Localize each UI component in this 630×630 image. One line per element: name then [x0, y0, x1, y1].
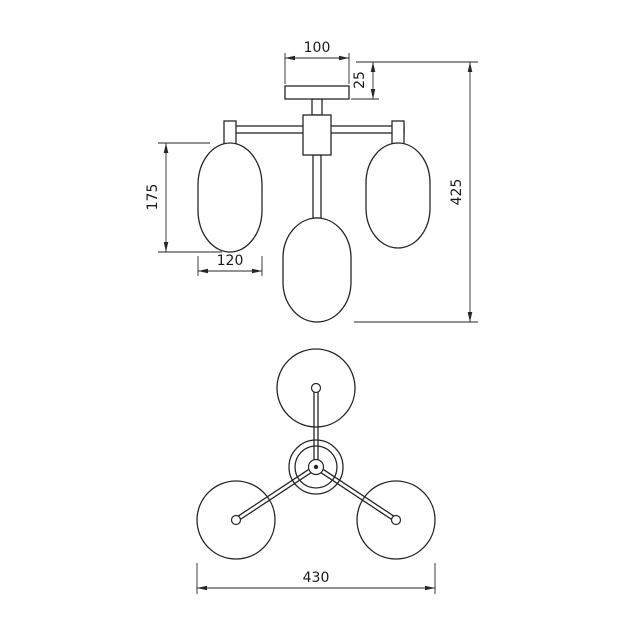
left-arm-connector — [223, 120, 237, 146]
plan-hub-center-dot — [313, 464, 319, 470]
bottom-plan-view: 430 — [196, 348, 436, 594]
left-shade — [197, 142, 263, 253]
shade-height-dim-label: 175 — [145, 184, 161, 211]
ceiling-canopy — [284, 85, 350, 100]
center-shade — [282, 217, 352, 323]
central-body — [302, 114, 332, 156]
shade-width-dim-label: 120 — [217, 253, 244, 269]
canopy-stem — [311, 98, 323, 116]
plan-canopy-outer-ring — [288, 439, 344, 495]
plan-canopy-inner-ring — [294, 445, 338, 489]
overall-width-dimension: 430 — [196, 563, 436, 594]
plan-left-shade-center-dot — [230, 514, 242, 526]
canopy-width-dimension: 100 — [284, 40, 350, 84]
plan-left-arm — [233, 464, 319, 523]
plan-right-arm — [313, 464, 399, 523]
canopy-drop-dimension: 25 — [351, 61, 478, 100]
shade-height-dimension: 175 — [145, 142, 222, 253]
overall-width-dim-label: 430 — [303, 570, 330, 586]
plan-top-shade-circle — [276, 348, 356, 428]
canopy-width-dim-label: 100 — [304, 40, 331, 56]
plan-top-shade-center-dot — [310, 382, 322, 394]
overall-height-dimension: 425 — [354, 62, 478, 323]
plan-right-shade-center-dot — [390, 514, 402, 526]
shade-width-dimension: 120 — [197, 253, 263, 276]
plan-right-shade-circle — [356, 480, 436, 560]
overall-height-dim-label: 425 — [449, 179, 465, 206]
right-arm-connector — [391, 120, 405, 146]
right-shade — [365, 142, 431, 249]
plan-left-shade-circle — [196, 480, 276, 560]
front-elevation-view: 100 25 175 — [145, 40, 478, 323]
center-stem — [312, 154, 322, 219]
canopy-drop-dim-label: 25 — [352, 71, 368, 89]
